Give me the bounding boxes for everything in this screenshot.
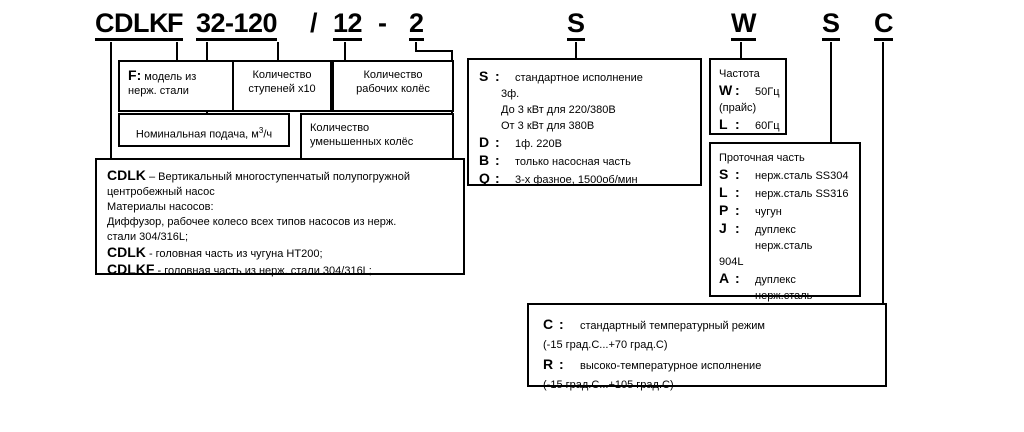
box-stage-count: Количество ступеней x10 xyxy=(232,60,332,112)
box-model-f-line1: F: модель из xyxy=(128,67,197,83)
connector-temperature-drop xyxy=(882,42,884,387)
wetted-option-a: A: дуплекс нерж.сталь xyxy=(719,270,813,302)
box-frequency: Частота W: 50Гц (прайс) L: 60Гц xyxy=(709,58,787,135)
temperature-r-key: R xyxy=(543,356,554,372)
connector-frequency xyxy=(740,42,742,58)
frequency-heading: Частота xyxy=(719,68,760,80)
code-segment-f[interactable]: F xyxy=(167,10,184,41)
frequency-option-w: W: 50Гц xyxy=(719,82,780,98)
wetted-p-key: P xyxy=(719,202,729,218)
box-nominal-flow: Номинальная подача, м3/ч xyxy=(118,113,290,147)
frequency-price-note: (прайс) xyxy=(719,102,757,114)
code-segment-cdlk[interactable]: CDLK xyxy=(95,10,169,41)
wetted-l-key: L xyxy=(719,184,728,200)
temperature-c-range: (-15 град.С...+70 град.С) xyxy=(543,339,668,351)
code-segment-32-120[interactable]: 32-120 xyxy=(196,10,278,41)
cdlkf-variant-key: CDLKF xyxy=(107,261,155,277)
motor-option-b: B: только насосная часть xyxy=(479,152,631,168)
connector-f xyxy=(176,42,178,60)
connector-reduced-horizontal xyxy=(415,50,453,52)
code-segment-temperature-c[interactable]: C xyxy=(874,10,894,41)
motor-d-key: D xyxy=(479,134,490,150)
box-cdlk-description: CDLK – Вертикальный многоступенчатый пол… xyxy=(95,158,465,277)
connector-wetted xyxy=(830,42,832,143)
wetted-heading: Проточная часть xyxy=(719,152,805,164)
box-model-f-line2: нерж. стали xyxy=(128,85,189,97)
wetted-j-line2: 904L xyxy=(719,256,744,268)
motor-option-q: Q: 3-х фазное, 1500об/мин xyxy=(479,170,638,186)
cdlk-desc-line7: CDLKF - головная часть из нерж. стали 30… xyxy=(107,261,372,278)
cdlk-variant-key: CDLK xyxy=(107,244,146,260)
temperature-option-r: R: высоко-температурное исполнение xyxy=(543,356,762,372)
temperature-r-range: (-15 град.С...+105 град.С) xyxy=(543,379,674,391)
box-stage-count-line1: Количество xyxy=(252,69,312,81)
superscript-3: 3 xyxy=(258,126,264,135)
code-segment-12[interactable]: 12 xyxy=(333,10,363,41)
motor-option-d: D: 1ф. 220В xyxy=(479,134,562,150)
connector-reduced-stem xyxy=(415,42,417,52)
frequency-w-key: W xyxy=(719,82,733,98)
box-reduced-impellers: Количество уменьшенных колёс xyxy=(300,113,454,163)
cdlk-desc-line4: Диффузор, рабочее колесо всех типов насо… xyxy=(107,216,397,228)
wetted-option-j: J: дуплекс нерж.сталь xyxy=(719,220,813,252)
cdlk-desc-line3: Материалы насосов: xyxy=(107,201,214,213)
connector-motor xyxy=(575,42,577,58)
box-model-f: F: модель из нерж. стали xyxy=(118,60,234,112)
motor-b-key: B xyxy=(479,152,490,168)
frequency-option-l: L: 60Гц xyxy=(719,116,780,132)
motor-s-sub3: От 3 кВт для 380В xyxy=(501,120,595,132)
code-segment-motor-s[interactable]: S xyxy=(567,10,585,41)
box-temperature: C: стандартный температурный режим (-15 … xyxy=(527,303,887,391)
box-model-f-key: F xyxy=(128,67,137,83)
box-impeller-count-line1: Количество xyxy=(363,69,423,81)
motor-option-s: S: стандартное исполнение xyxy=(479,68,643,84)
cdlk-desc-line1: CDLK – Вертикальный многоступенчатый пол… xyxy=(107,167,410,184)
temperature-c-key: C xyxy=(543,316,554,332)
cdlk-desc-line2: центробежный насос xyxy=(107,186,215,198)
motor-s-key: S xyxy=(479,68,489,84)
code-segment-2[interactable]: 2 xyxy=(409,10,424,41)
frequency-l-key: L xyxy=(719,116,728,132)
box-impeller-count-line2: рабочих колёс xyxy=(356,83,430,95)
code-segment-wetted-s[interactable]: S xyxy=(822,10,840,41)
cdlk-desc-key: CDLK xyxy=(107,167,146,183)
motor-s-sub2: До 3 кВт для 220/380В xyxy=(501,104,616,116)
connector-impellers xyxy=(344,42,346,60)
box-wetted-parts: Проточная часть S: нерж.сталь SS304 L: н… xyxy=(709,142,861,318)
connector-cdlk xyxy=(110,42,112,158)
wetted-option-s: S: нерж.сталь SS304 xyxy=(719,166,849,182)
wetted-s-key: S xyxy=(719,166,729,182)
box-stage-count-line2: ступеней x10 xyxy=(248,83,316,95)
motor-s-sub1: 3ф. xyxy=(501,88,520,100)
wetted-option-l: L: нерж.сталь SS316 xyxy=(719,184,849,200)
connector-stages xyxy=(277,42,279,60)
cdlk-desc-line5: стали 304/316L; xyxy=(107,231,189,243)
code-segment-frequency-w[interactable]: W xyxy=(731,10,756,41)
box-reduced-impellers-line1: Количество xyxy=(310,122,370,134)
cdlk-desc-line6: CDLK - головная часть из чугуна HT200; xyxy=(107,244,323,261)
wetted-a-key: A xyxy=(719,270,730,286)
temperature-option-c: C: стандартный температурный режим xyxy=(543,316,765,332)
box-impeller-count: Количество рабочих колёс xyxy=(332,60,454,112)
box-reduced-impellers-line2: уменьшенных колёс xyxy=(310,136,414,148)
motor-q-key: Q xyxy=(479,170,490,186)
box-nominal-flow-text: Номинальная подача, м3/ч xyxy=(135,126,273,141)
box-motor-execution: S: стандартное исполнение 3ф. До 3 кВт д… xyxy=(467,58,702,186)
wetted-option-p: P: чугун xyxy=(719,202,782,218)
code-separator-slash: / xyxy=(310,8,318,38)
code-separator-dash: - xyxy=(378,8,387,38)
wetted-j-key: J xyxy=(719,220,727,236)
